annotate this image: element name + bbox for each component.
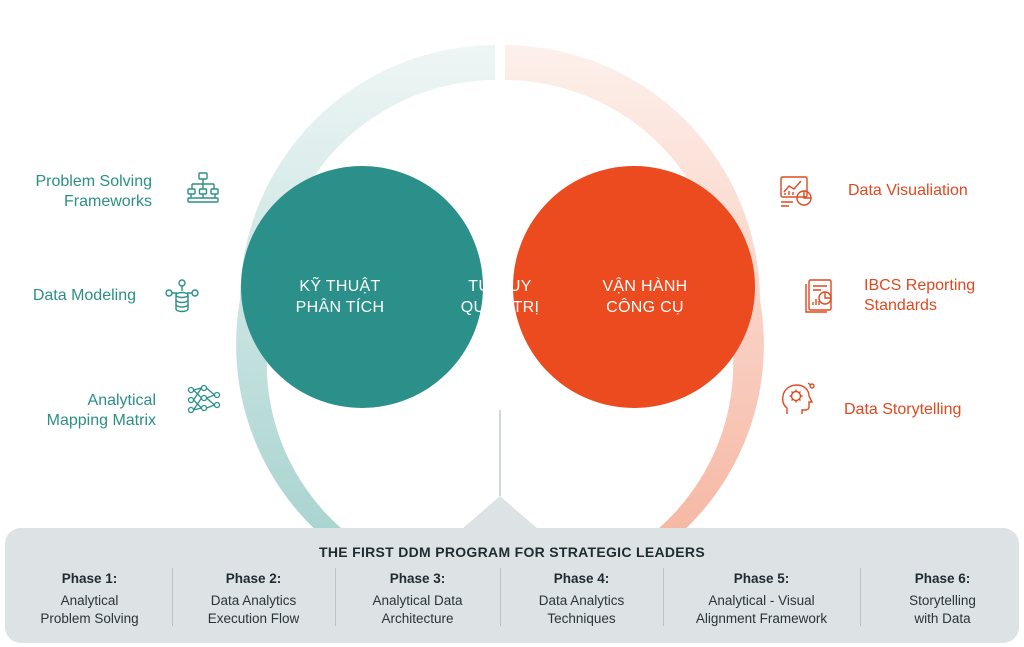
phase-name: Phase 1:: [61, 571, 118, 586]
phase-divider: [335, 568, 336, 626]
right-item-label: Data Visualiation: [848, 182, 968, 199]
phase-divider: [500, 568, 501, 626]
panel-pointer: [462, 496, 538, 529]
phase-desc: Data Analytics Techniques: [538, 593, 625, 626]
phase-name: Phase 5:: [733, 571, 790, 586]
left-ring: [236, 45, 495, 534]
org-chart-icon: [187, 172, 219, 203]
phase-name: Phase 4:: [553, 571, 610, 586]
phase-name: Phase 3:: [389, 571, 446, 586]
center-label: TƯ DUY QUẢN TRỊ: [460, 278, 540, 316]
left-circle-label: KỸ THUẬT PHÂN TÍCH: [295, 278, 385, 316]
phase-name: Phase 6:: [914, 571, 971, 586]
left-item-label: Problem Solving Frameworks: [35, 173, 153, 210]
phase-item: Phase 4: Data Analytics Techniques: [500, 570, 663, 628]
phase-divider: [172, 568, 173, 626]
right-ring: [505, 45, 764, 534]
left-circle: [241, 166, 483, 408]
program-panel: THE FIRST DDM PROGRAM FOR STRATEGIC LEAD…: [5, 528, 1019, 643]
left-item-label: Data Modeling: [32, 287, 136, 304]
chart-dashboard-icon: [780, 176, 812, 207]
phase-item: Phase 3: Analytical Data Architecture: [335, 570, 500, 628]
left-item-label: Analytical Mapping Matrix: [46, 392, 156, 429]
right-item-label: IBCS Reporting Standards: [864, 277, 976, 314]
phase-desc: Data Analytics Execution Flow: [207, 593, 300, 626]
database-network-icon: [165, 279, 199, 313]
phase-item: Phase 2: Data Analytics Execution Flow: [172, 570, 335, 628]
phase-divider: [663, 568, 664, 626]
head-gear-icon: [781, 382, 815, 414]
neural-network-icon: [187, 384, 221, 414]
phase-item: Phase 5: Analytical - Visual Alignment F…: [663, 570, 860, 628]
phase-item: Phase 6: Storytelling with Data: [860, 570, 1024, 628]
phase-desc: Analytical Data Architecture: [372, 593, 463, 626]
phase-item: Phase 1: Analytical Problem Solving: [7, 570, 172, 628]
phase-name: Phase 2:: [225, 571, 282, 586]
phase-desc: Analytical - Visual Alignment Framework: [695, 593, 828, 626]
program-title: THE FIRST DDM PROGRAM FOR STRATEGIC LEAD…: [319, 544, 705, 560]
right-circle: [513, 166, 755, 408]
phase-desc: Storytelling with Data: [909, 593, 976, 626]
report-document-icon: [805, 279, 832, 313]
phase-desc: Analytical Problem Solving: [40, 593, 139, 626]
phase-divider: [860, 568, 861, 626]
right-circle-label: VẬN HÀNH CÔNG CỤ: [602, 278, 688, 316]
right-item-label: Data Storytelling: [844, 401, 962, 418]
